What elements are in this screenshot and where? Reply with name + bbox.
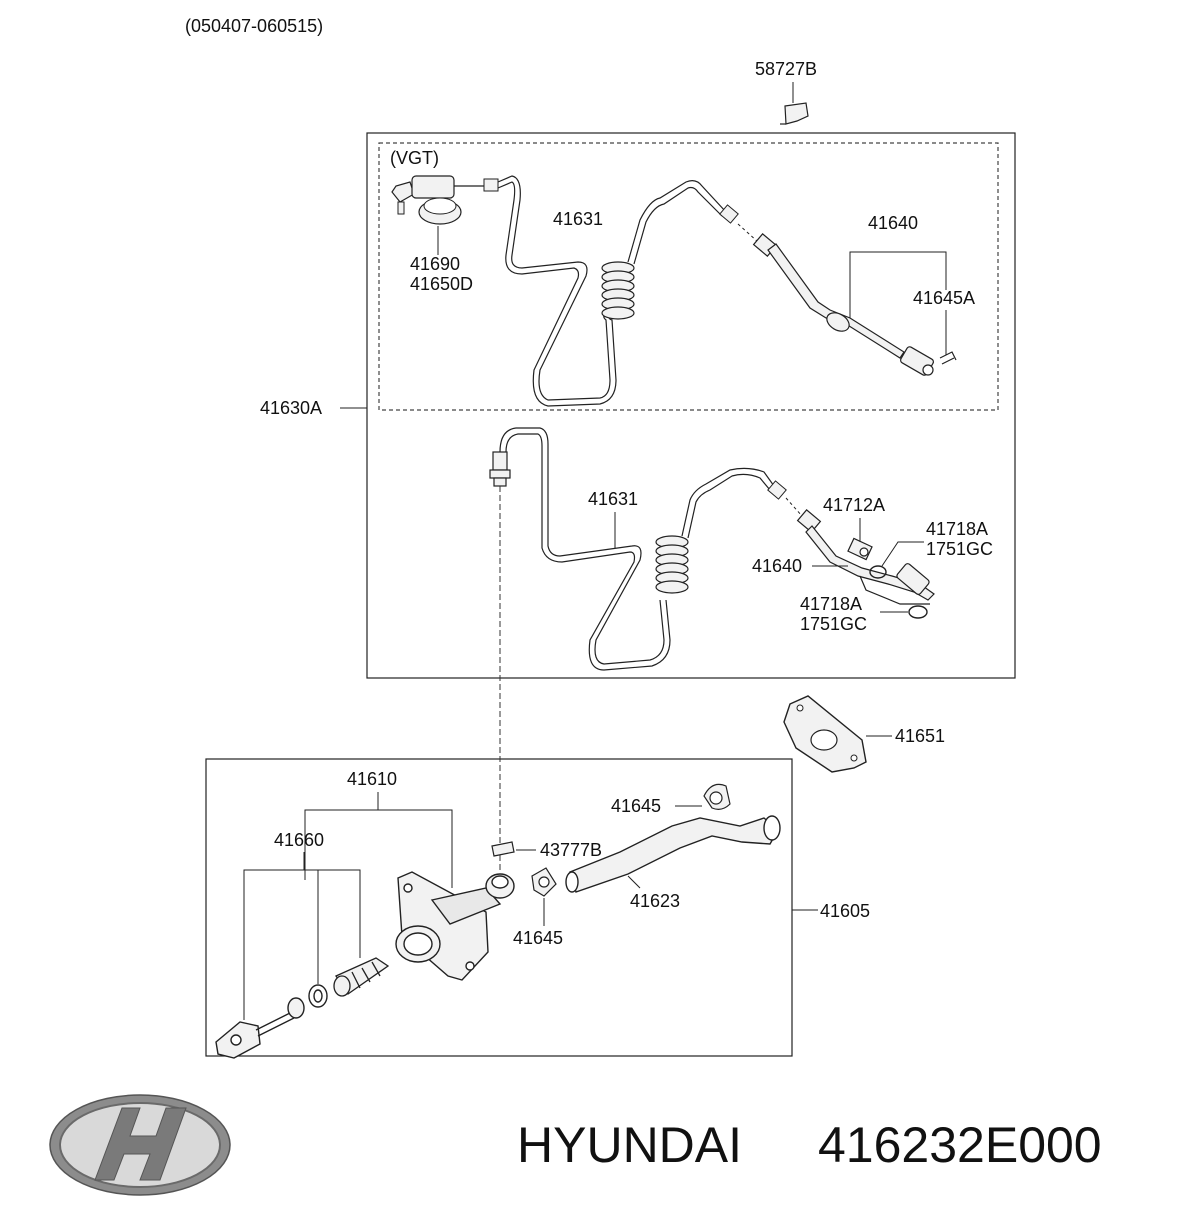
label-41605: 41605 (820, 901, 870, 921)
label-41718A-2: 41718A (800, 594, 862, 614)
date-range-label: (050407-060515) (185, 16, 323, 36)
label-41631-mid: 41631 (588, 489, 638, 509)
clip-58727B (780, 102, 809, 125)
label-1751GC-2: 1751GC (800, 614, 867, 634)
label-vgt: (VGT) (390, 148, 439, 168)
label-41645A: 41645A (913, 288, 975, 308)
coil-41631-vgt (601, 261, 635, 320)
washer-41718A-2 (908, 605, 928, 619)
label-41623: 41623 (630, 891, 680, 911)
gasket-41651 (783, 695, 867, 773)
clip-41645A (939, 351, 957, 365)
coil-41631-mid (655, 535, 689, 594)
label-41610: 41610 (347, 769, 397, 789)
label-41645-bottom: 41645 (513, 928, 563, 948)
label-43777B: 43777B (540, 840, 602, 860)
hose-41640-mid (796, 509, 935, 605)
lower-assembly-box (205, 758, 793, 1057)
label-41645-top: 41645 (611, 796, 661, 816)
label-41651: 41651 (895, 726, 945, 746)
boot-41660 (333, 957, 390, 997)
hyundai-logo-icon (49, 1094, 231, 1196)
pipe-41631-mid (499, 427, 671, 671)
label-41712A: 41712A (823, 495, 885, 515)
clamp-41645-top (703, 783, 731, 810)
hose-41623 (565, 815, 781, 893)
fitting-41712A (847, 537, 873, 561)
label-41650D: 41650D (410, 274, 473, 294)
part-number: 416232E000 (818, 1117, 1102, 1173)
hose-41640-vgt (752, 233, 934, 376)
seal-ring-41660 (308, 984, 328, 1008)
clip-43777B (491, 841, 515, 857)
upper-assembly-box (366, 132, 1016, 679)
label-41640-mid: 41640 (752, 556, 802, 576)
brand-name: HYUNDAI (517, 1117, 742, 1173)
label-41690: 41690 (410, 254, 460, 274)
push-rod-41660 (215, 997, 305, 1059)
washer-41718A-1 (869, 565, 887, 579)
label-1751GC-1: 1751GC (926, 539, 993, 559)
master-cylinder-41610 (395, 871, 515, 981)
label-41718A-1: 41718A (926, 519, 988, 539)
sensor-fitting-mid (489, 451, 511, 487)
label-41631-top: 41631 (553, 209, 603, 229)
label-41630A: 41630A (260, 398, 322, 418)
clamp-41645-bottom (531, 867, 557, 897)
label-58727B: 58727B (755, 59, 817, 79)
label-41640-top: 41640 (868, 213, 918, 233)
pipe-41631-vgt (497, 175, 617, 407)
label-41660: 41660 (274, 830, 324, 850)
vgt-dashed-box (378, 142, 999, 411)
sensor-41690 (391, 175, 499, 225)
